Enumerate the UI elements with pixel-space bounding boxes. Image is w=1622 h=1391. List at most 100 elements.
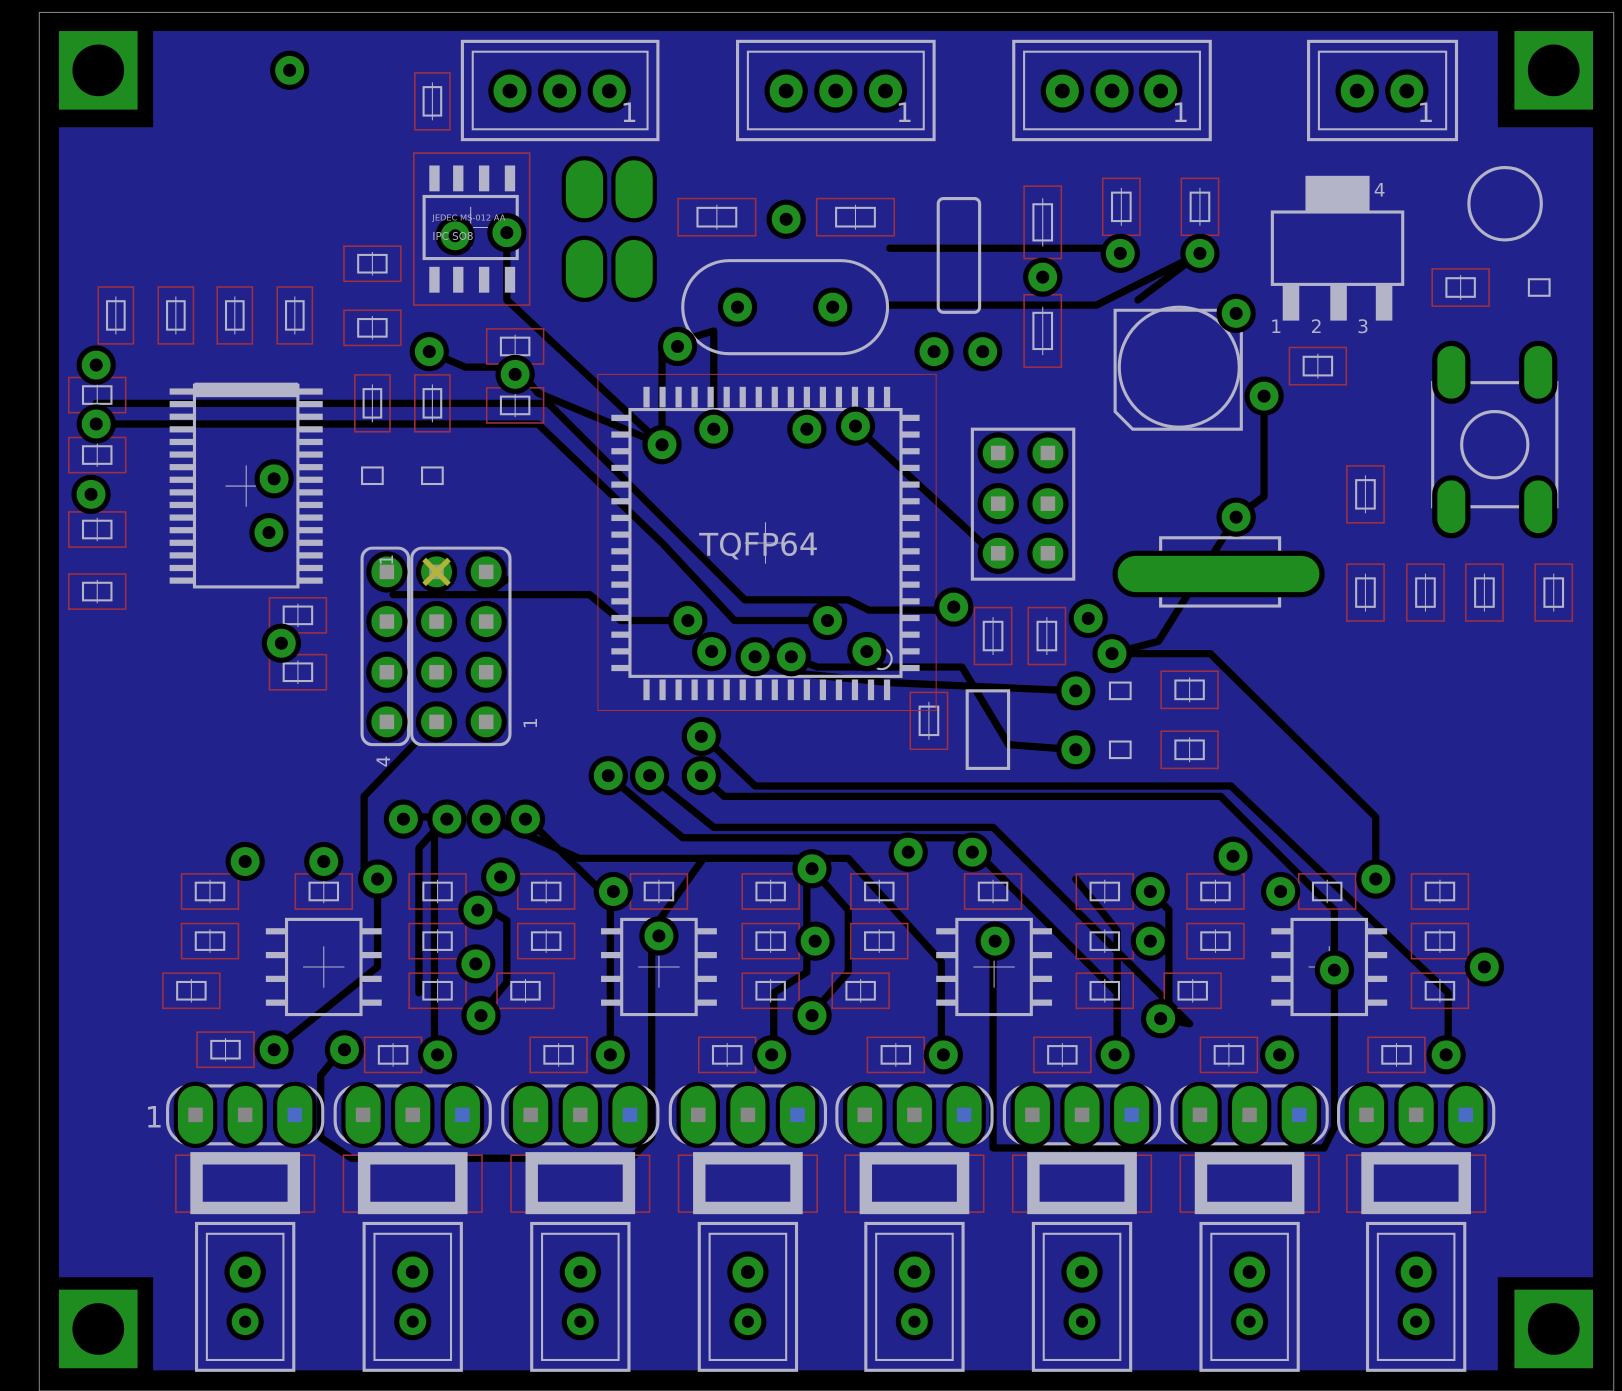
ic-pin [1031,999,1053,1006]
isp-pin1-label: 1 [521,717,542,729]
mcu-pin-top [675,386,682,408]
header-2x4 [410,546,512,747]
ic-pin [611,581,630,588]
ic-pin [169,413,195,420]
regulator-pin [1330,284,1347,321]
connector-pad-drill [878,83,893,99]
via-drill [1105,647,1119,661]
ic-pin [611,631,630,638]
terminal-outline [530,1221,631,1372]
smd-small [1527,278,1551,297]
header-pin-square [379,664,395,680]
mcu-pin-bottom [867,679,875,701]
ic-pin [900,548,920,555]
ic-pin [1271,928,1293,935]
ic-pin [169,476,195,483]
via-drill [601,769,615,783]
ic-pin [611,564,630,572]
via-drill [89,358,103,372]
smd-outline [973,606,1013,666]
ic-pin [297,464,323,471]
mcu-pin-top [835,386,843,408]
mcu-pin-bottom [819,679,826,701]
terminal-pad-drill [1410,1315,1423,1328]
output-header-drill [1025,1107,1040,1123]
smd-small [1108,681,1132,701]
electrolytic-cap [1117,305,1241,429]
smd-outline [1367,1036,1426,1074]
trace [885,249,1204,309]
output-header-drill [1408,1107,1424,1123]
ic-pin [611,464,630,472]
ic-pin [601,951,622,959]
via-drill [965,845,979,859]
mcu-pin-bottom [883,679,891,701]
mcu-pin-top [771,386,778,408]
terminal-pad-drill [239,1315,252,1328]
output-header-drill [1458,1107,1474,1123]
mcu-outline [597,373,937,712]
ic-pin [611,431,630,438]
connector-pad-drill [778,83,794,99]
via-drill [976,345,990,359]
via-drill [805,1009,819,1023]
through-hole-pads [58,31,1594,1369]
ic-pin [611,481,630,488]
connector-inner [1317,50,1448,131]
header-pin-square [478,614,494,629]
output-header-drill [287,1107,303,1123]
diode-pad [1112,550,1325,598]
smd-outline [963,873,1023,910]
mcu-pin-bottom [787,679,794,701]
via-drill [337,1043,351,1057]
via-drill [1273,1048,1287,1062]
ic-pin [169,464,195,471]
smd-outline [1410,922,1470,960]
output-header-drill [907,1107,922,1123]
ic-pin [361,999,382,1006]
header-pin-square [379,564,395,580]
via-drill [1108,1048,1122,1062]
regulator-pin3-label: 3 [1357,317,1369,338]
via-drill [1069,684,1083,698]
ic-pin [1031,975,1053,982]
output-header-drill [857,1107,873,1123]
output-header-drill [790,1107,805,1123]
mcu-pin-bottom [739,679,746,701]
connector-pad-drill [1153,83,1169,99]
output-header-drill [1359,1107,1374,1123]
smd-outline [1186,873,1245,910]
mcu-pin-bottom [675,679,682,701]
terminal-pad-drill [1409,1265,1424,1280]
via-drill [508,367,522,381]
ic-body [284,917,363,1017]
via-drill [694,769,708,783]
terminal-pad-drill [1243,1315,1256,1328]
output-header-drill [622,1107,638,1123]
smd-outline [1410,873,1470,910]
mcu-pin-top [851,386,859,408]
header-pin-square [429,664,444,680]
pin1-marker-x [422,557,451,587]
connector-pad-drill [1054,83,1070,99]
smd-outline [1027,606,1067,666]
ic-pin [611,598,630,605]
header-2x3 [970,427,1076,581]
tact-switch [1431,381,1559,509]
terminal-pad-drill [406,1315,419,1328]
ic-pin [297,552,323,559]
so8-outline [412,152,531,306]
so8-pin [478,165,490,192]
ic-pin [900,431,920,438]
output-header-drill [1292,1107,1307,1123]
diode-outline [936,197,982,314]
via-drill [371,872,385,886]
ic-pin [297,476,323,483]
ic-pin [900,414,920,421]
via-drill [606,884,620,898]
silkscreen-text: TQFP64 JEDEC MS-012 AA IPC SO8 1 1 1 1 1… [145,98,1434,1134]
mcu-pin-bottom [691,679,698,701]
via-drill [518,812,533,826]
regulator-pin [1375,284,1393,321]
